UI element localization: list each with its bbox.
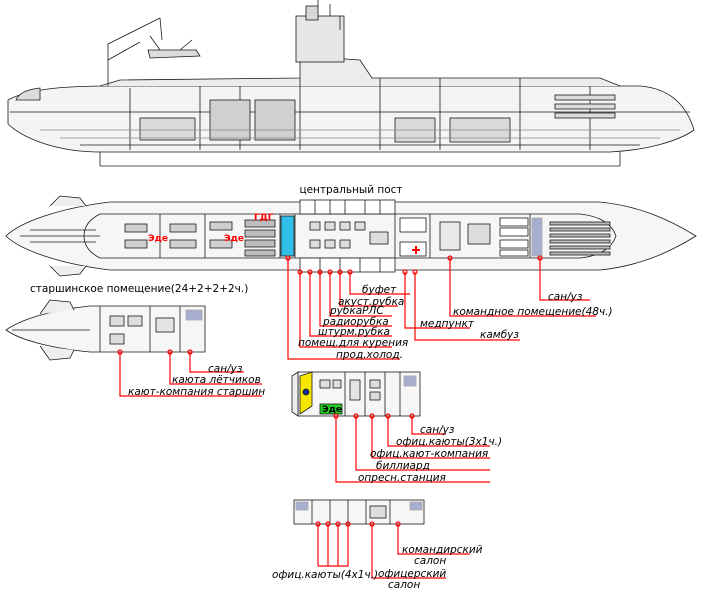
leader-radio-anchor xyxy=(317,269,323,275)
leader-sonar xyxy=(339,272,398,307)
leader-toilet-off xyxy=(411,416,446,435)
side-profile xyxy=(7,0,695,167)
leader-off-mess-anchor xyxy=(369,413,375,419)
leader-lines xyxy=(117,255,596,579)
leader-galley-anchor xyxy=(412,269,418,275)
leader-nav-anchor xyxy=(307,269,313,275)
leader-crew-anchor xyxy=(447,255,453,261)
main-deck-plan xyxy=(5,195,697,277)
leader-cold xyxy=(287,258,400,360)
label-officer-salon-1: офицерский xyxy=(378,568,447,580)
leader-desal xyxy=(335,416,490,483)
leader-toilet-main xyxy=(539,258,590,301)
label-smoking-room: помещ.для курения xyxy=(298,337,409,349)
leader-nav xyxy=(309,272,392,337)
leader-crew xyxy=(449,258,596,317)
leader-desal-anchor xyxy=(333,413,339,419)
leader-cabins4-d xyxy=(318,524,349,567)
leader-off-salon-anchor xyxy=(369,521,375,527)
leader-smoking-anchor xyxy=(297,269,303,275)
label-radio-room: радиорубка xyxy=(323,316,389,328)
leader-cabins4-a-anchor xyxy=(315,521,321,527)
label-radar-room: рубкаРЛС xyxy=(330,305,384,317)
label-commander-salon-1: командирский xyxy=(402,544,483,556)
leader-radar-anchor xyxy=(327,269,333,275)
label-officer-cabins-3: офиц.каюты(3х1ч.) xyxy=(396,436,503,448)
leader-radar xyxy=(329,272,392,317)
label-desalination: опресн.станция xyxy=(358,472,446,484)
leader-cold-anchor xyxy=(285,255,291,261)
leader-cabins4-d-anchor xyxy=(345,521,351,527)
leader-off-salon xyxy=(371,524,446,579)
label-officer-cabins-4: офиц.каюты(4х1ч.) xyxy=(272,569,379,581)
leader-toilet-main-anchor xyxy=(537,255,543,261)
leader-sonar-anchor xyxy=(337,269,343,275)
leader-buffet xyxy=(349,272,410,295)
aft-deck-plan xyxy=(5,299,206,361)
leader-medical-anchor xyxy=(402,269,408,275)
leader-toilet-off-anchor xyxy=(409,413,415,419)
gdg-mark: ГДГ xyxy=(254,213,274,223)
leader-toilet-aft-anchor xyxy=(187,349,193,355)
label-buffet: буфет xyxy=(362,284,397,296)
leader-pilots-anchor xyxy=(167,349,173,355)
label-senior-messroom: кают-компания старшин xyxy=(128,386,266,398)
leader-billiards-anchor xyxy=(353,413,359,419)
label-sonar-room: акуст.рубка xyxy=(338,296,405,308)
label-senior-quarters: старшинское помещение(24+2+2+2ч.) xyxy=(30,283,249,295)
leader-smoking xyxy=(299,272,392,348)
ede-mark-1: Эде xyxy=(148,234,168,244)
label-commander-salon-2: салон xyxy=(414,555,447,567)
label-officer-salon-2: салон xyxy=(388,579,421,591)
label-nav-room: штурм.рубка xyxy=(318,326,390,338)
upper-deck-2 xyxy=(293,499,425,525)
leader-cabins4-c-anchor xyxy=(335,521,341,527)
leader-toilet-aft xyxy=(189,352,244,373)
leader-medical xyxy=(404,272,470,329)
leader-senior-mess-anchor xyxy=(117,349,123,355)
leader-radio xyxy=(319,272,392,327)
ede-mark-3: Эде xyxy=(322,405,342,415)
leader-galley xyxy=(414,272,520,341)
label-toilet-main: сан/уз xyxy=(548,291,583,303)
leader-senior-mess xyxy=(119,352,262,397)
label-pilots-cabin: каюта лётчиков xyxy=(172,374,261,386)
label-toilet-aft: сан/уз xyxy=(208,363,243,375)
label-toilet-officers: сан/уз xyxy=(420,424,455,436)
label-crew-quarters: командное помещение(48ч.) xyxy=(453,306,613,318)
leader-buffet-anchor xyxy=(347,269,353,275)
leader-cmd-salon xyxy=(397,524,470,555)
label-central-post: центральный пост xyxy=(299,184,403,196)
leader-cmd-salon-anchor xyxy=(395,521,401,527)
leader-cabins4-b-anchor xyxy=(325,521,331,527)
label-officer-messroom: офиц.кают-компания xyxy=(370,448,489,460)
leader-billiards xyxy=(355,416,490,471)
leader-off-cabins3-anchor xyxy=(385,413,391,419)
label-galley: камбуз xyxy=(480,329,519,341)
leader-off-mess xyxy=(371,416,490,459)
label-provision-cold: прод.холод. xyxy=(336,349,403,361)
label-billiards: биллиард xyxy=(376,460,430,472)
ede-mark-2: Эде xyxy=(224,234,244,244)
leader-off-cabins3 xyxy=(387,416,490,447)
label-medical: медпункт xyxy=(420,318,475,330)
leader-pilots xyxy=(169,352,262,385)
upper-deck-1 xyxy=(291,371,421,417)
